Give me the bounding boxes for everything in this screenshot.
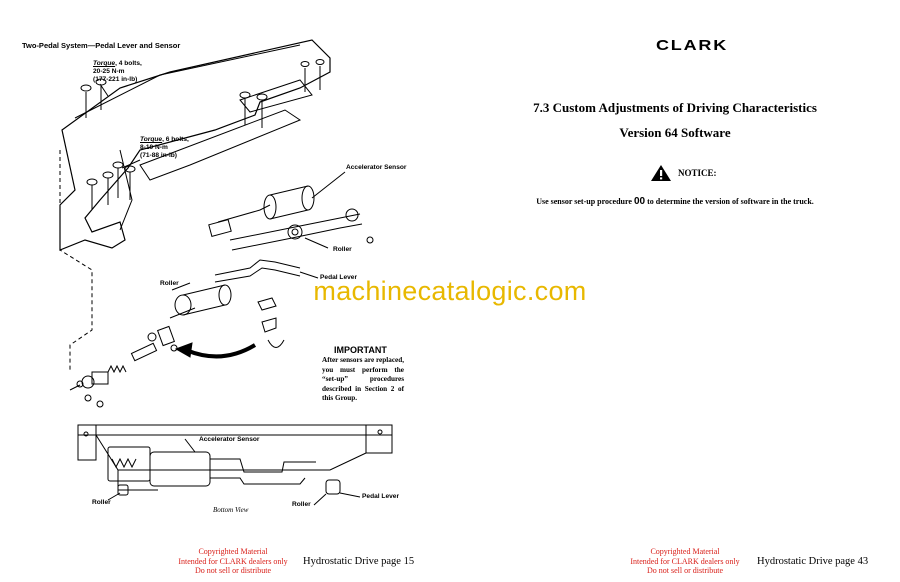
roller-callout-right: Roller — [333, 246, 352, 253]
notice-label: NOTICE: — [678, 168, 717, 178]
bottom-view-caption: Bottom View — [213, 506, 249, 514]
bottom-roller-callout-left: Roller — [92, 499, 111, 506]
procedure-text: Use sensor set-up procedure 00 to determ… — [536, 196, 814, 207]
left-page: Two-Pedal System—Pedal Lever and Sensor — [22, 39, 415, 575]
watermark: machinecatalogic.com — [313, 276, 587, 306]
procedure-code: 00 — [633, 196, 646, 207]
left-page-number: Hydrostatic Drive page 15 — [303, 556, 415, 567]
roller-callout-left: Roller — [160, 280, 179, 287]
accelerator-sensor-callout: Accelerator Sensor — [346, 164, 407, 171]
section-header: Two-Pedal System—Pedal Lever and Sensor — [22, 41, 181, 50]
right-copyright-notice: Copyrighted Material Intended for CLARK … — [630, 547, 740, 575]
important-title: IMPORTANT — [334, 345, 387, 355]
important-body: After sensors are replaced, you must per… — [322, 356, 404, 402]
left-copyright-notice: Copyrighted Material Intended for CLARK … — [178, 547, 288, 575]
section-subtitle: Version 64 Software — [619, 125, 731, 140]
torque-note-1: Torque, 4 bolts, 20-25 N-m (177-221 in-l… — [93, 60, 142, 83]
pedal-lever-callout: Pedal Lever — [320, 274, 358, 281]
right-page-number: Hydrostatic Drive page 43 — [757, 556, 869, 567]
torque-note-2: Torque, 6 bolts, 8-10 N-m (71-88 in-lb) — [140, 136, 189, 159]
warning-icon — [651, 165, 671, 181]
section-title: 7.3 Custom Adjustments of Driving Charac… — [533, 100, 817, 115]
bottom-pedal-lever-callout: Pedal Lever — [362, 493, 400, 500]
bottom-accelerator-sensor-callout: Accelerator Sensor — [199, 436, 260, 443]
clark-logo: CLARK — [656, 37, 728, 54]
bottom-roller-callout-right: Roller — [292, 501, 311, 508]
notice: NOTICE: — [650, 164, 717, 182]
pedal-sensor-exploded-diagram — [59, 39, 393, 506]
